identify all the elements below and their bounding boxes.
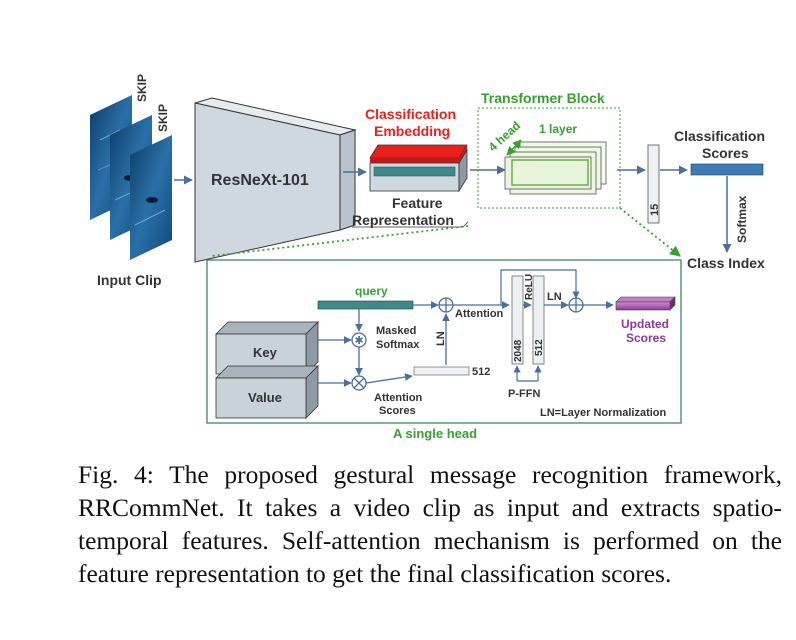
- ln-legend: LN=Layer Normalization: [540, 407, 667, 419]
- architecture-diagram: SKIP SKIP Input Clip ResNeXt-101 Classif…: [90, 74, 765, 441]
- updated-scores-label-2: Scores: [626, 331, 666, 345]
- cls-embedding-token: [369, 144, 468, 159]
- ffn-bar-2048: [511, 275, 524, 365]
- dim-512-bar: [413, 366, 470, 376]
- feature-stack: Classification Embedding Feature Represe…: [352, 106, 469, 228]
- class-scores-bar: [690, 163, 764, 176]
- classification-scores: Classification Scores Softmax Class Inde…: [674, 128, 765, 271]
- backbone-label: ResNeXt-101: [211, 172, 309, 189]
- updated-scores-block: [615, 296, 676, 311]
- class-scores-label-1: Classification: [674, 128, 765, 144]
- value-block: Value: [215, 365, 319, 419]
- feature-rep-label-2: Representation: [352, 212, 454, 228]
- one-layer-label: 1 layer: [539, 122, 577, 136]
- softmax-label: Softmax: [735, 195, 749, 243]
- cls-embedding-label-2: Embedding: [374, 123, 450, 139]
- cls-embedding-label-1: Classification: [365, 106, 456, 122]
- backbone-block: ResNeXt-101: [194, 97, 357, 263]
- attention-head-layer: [504, 156, 592, 190]
- value-label: Value: [248, 390, 282, 405]
- transformer-block: Transformer Block 4 head 1 layer: [477, 90, 621, 209]
- dim-512-label-b: 512: [534, 339, 545, 356]
- single-head-detail: Key Value query ✱ Masked Softmax Attenti…: [206, 259, 682, 424]
- key-label: Key: [253, 345, 278, 360]
- video-frame: [130, 135, 172, 260]
- query-label: query: [355, 284, 388, 298]
- svg-text:✱: ✱: [355, 335, 364, 347]
- skip-label-2: SKIP: [156, 104, 170, 132]
- updated-scores-label-1: Updated: [621, 317, 669, 331]
- ffn-bar-512: [532, 275, 545, 365]
- class-index-label: Class Index: [687, 255, 765, 271]
- relu-label: ReLU: [524, 274, 535, 300]
- skip-label-1: SKIP: [135, 74, 149, 102]
- feature-rep-label-1: Feature: [392, 195, 443, 211]
- feature-block-top: [370, 145, 467, 163]
- ln-vertical-label: LN: [435, 331, 447, 346]
- transformer-block-label: Transformer Block: [481, 90, 605, 106]
- query-bar: [317, 300, 414, 310]
- masked-softmax-label-2: Softmax: [376, 339, 420, 351]
- masked-softmax-label-1: Masked: [376, 325, 416, 337]
- attention-scores-label-1: Attention: [374, 392, 423, 404]
- p-ffn-label: P-FFN: [508, 388, 540, 400]
- attention-scores-label-2: Scores: [379, 405, 416, 417]
- dim-512-label-a: 512: [472, 366, 490, 378]
- single-head-label: A single head: [393, 426, 477, 441]
- input-clip-frames: SKIP SKIP Input Clip: [90, 74, 172, 288]
- dim-15-label: 15: [649, 204, 661, 216]
- ln-right-label: LN: [547, 291, 562, 303]
- figure-caption: Fig. 4: The proposed gestural message re…: [78, 460, 782, 588]
- dim-15-vector: 15: [647, 144, 661, 224]
- dim-2048-label: 2048: [513, 339, 524, 362]
- attention-label: Attention: [455, 308, 504, 320]
- input-clip-label: Input Clip: [97, 272, 162, 288]
- class-scores-label-2: Scores: [702, 145, 749, 161]
